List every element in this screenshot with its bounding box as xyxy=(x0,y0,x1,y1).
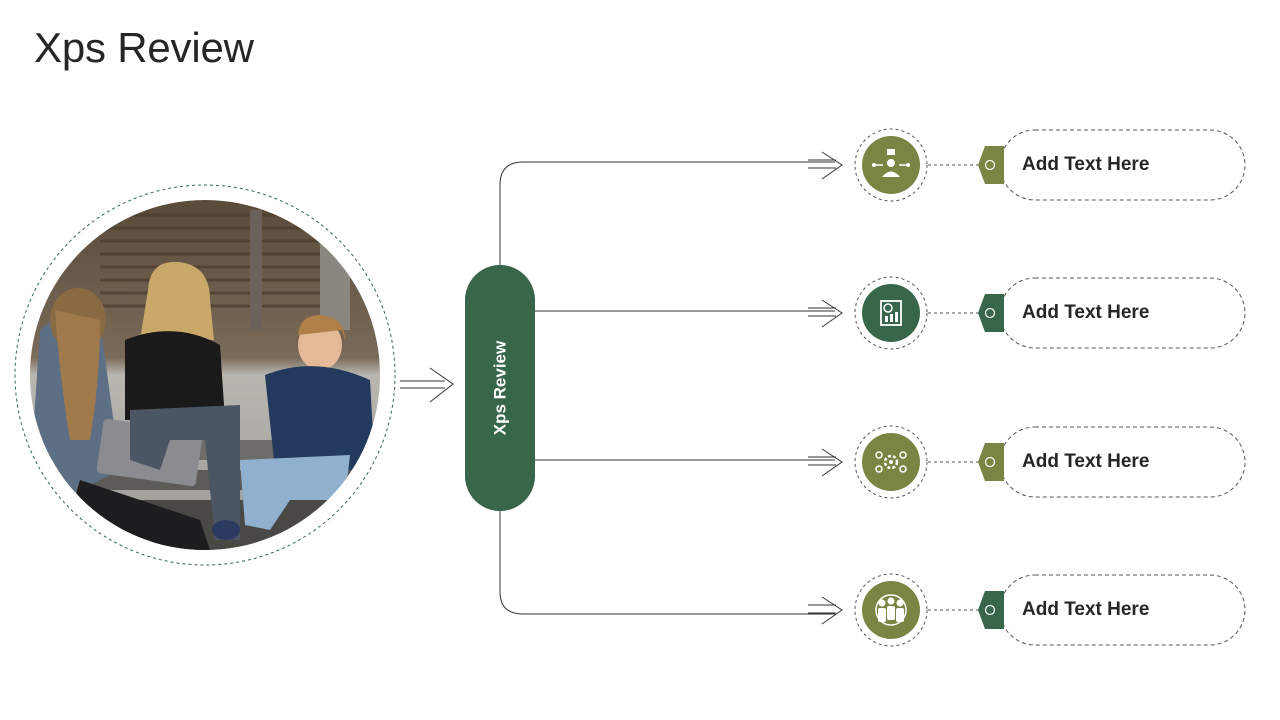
row-arrows xyxy=(808,151,843,625)
item-text-4: Add Text Here xyxy=(1022,599,1150,620)
row-arrow-3 xyxy=(808,448,843,477)
row-arrow-2 xyxy=(808,299,843,328)
item-row-4 xyxy=(854,573,1246,647)
row-arrow-1 xyxy=(808,151,843,180)
icon-circle xyxy=(862,284,920,342)
item-row-3 xyxy=(854,425,1246,499)
people-meeting-photo xyxy=(30,200,380,550)
gear-network-icon xyxy=(875,451,907,473)
report-clipboard-icon xyxy=(880,300,902,326)
item-text-1: Add Text Here xyxy=(1022,154,1150,175)
connector-lines xyxy=(499,161,835,615)
row-arrow-4 xyxy=(808,596,843,625)
center-label: Xps Review xyxy=(467,267,533,509)
tag-hole xyxy=(984,307,996,319)
photo-dashed-ring xyxy=(14,184,396,566)
item-text-2: Add Text Here xyxy=(1022,302,1150,323)
tag-hole xyxy=(984,456,996,468)
tag-marker xyxy=(978,294,1004,332)
page-title: Xps Review xyxy=(34,24,254,71)
photo-group xyxy=(14,184,396,566)
tag-marker xyxy=(978,591,1004,629)
photo-to-center-arrow xyxy=(400,367,454,403)
team-group-icon xyxy=(875,594,907,626)
center-label-text: Xps Review xyxy=(490,340,509,436)
item-text-3: Add Text Here xyxy=(1022,451,1150,472)
item-row-2 xyxy=(854,276,1246,350)
tag-marker xyxy=(978,443,1004,481)
person-presentation-icon xyxy=(872,149,910,177)
tag-marker xyxy=(978,146,1004,184)
center-pill xyxy=(465,265,535,511)
item-row-1 xyxy=(854,128,1246,202)
tag-hole xyxy=(984,159,996,171)
tag-hole xyxy=(984,604,996,616)
